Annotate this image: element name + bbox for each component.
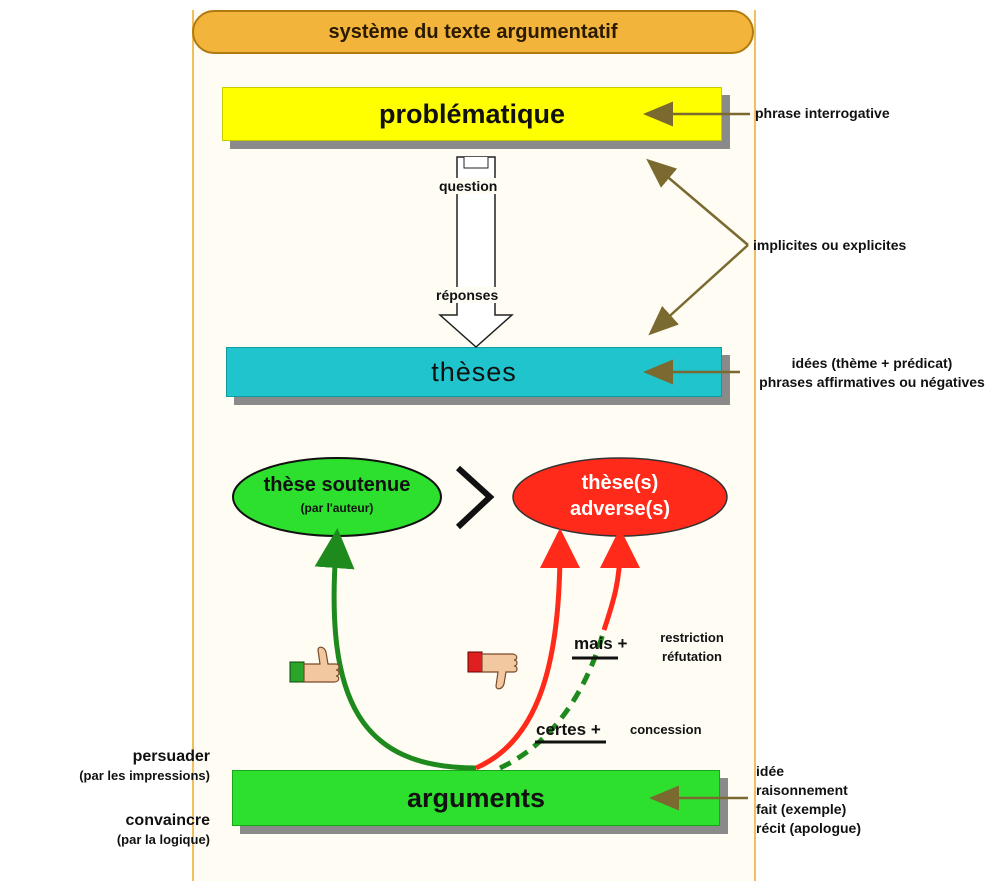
question-label: question	[437, 178, 500, 194]
arrow-implicites-up	[646, 158, 749, 246]
refutation-label: réfutation	[662, 649, 722, 664]
these-soutenue-text: thèse soutenue (par l'auteur)	[237, 474, 437, 515]
these-soutenue-sub: (par l'auteur)	[300, 501, 374, 515]
mais-label: mais +	[574, 634, 628, 653]
arrow-implicites-down	[648, 244, 749, 336]
arg-type-raisonnement: raisonnement	[756, 782, 848, 798]
idees-label: idées (thème + prédicat) phrases affirma…	[744, 355, 1000, 390]
restriction-label: restriction	[660, 630, 724, 645]
red-refutation-arrow	[599, 528, 640, 631]
these-soutenue-title: thèse soutenue	[263, 474, 411, 496]
these-adverse-line-2: adverse(s)	[569, 498, 671, 520]
certes-label: certes +	[536, 720, 601, 739]
phrase-interrogative-label: phrase interrogative	[755, 105, 890, 121]
persuader-label: persuader	[132, 748, 210, 765]
arg-type-fait: fait (exemple)	[756, 801, 847, 817]
idees-line-1: idées (thème + prédicat)	[791, 355, 953, 371]
dashed-concession-line	[498, 629, 607, 771]
restriction-refutation-group: restriction réfutation	[650, 630, 734, 664]
diagram-title: système du texte argumentatif	[192, 10, 754, 54]
reponses-label: réponses	[434, 287, 501, 303]
green-support-arrow	[314, 528, 477, 771]
convaincre-sub: (par la logique)	[116, 832, 210, 847]
thumbs-down-icon	[467, 651, 518, 690]
thumbs-up-icon	[289, 646, 340, 683]
idees-line-2: phrases affirmatives ou négatives	[759, 374, 985, 390]
these-adverse-line-1: thèse(s)	[581, 472, 659, 494]
persuader-sub: (par les impressions)	[79, 768, 210, 783]
concession-label: concession	[630, 722, 702, 737]
these-adverse-text: thèse(s) adverse(s)	[518, 470, 722, 522]
convaincre-group: convaincre (par la logique)	[60, 812, 210, 847]
convaincre-label: convaincre	[125, 812, 210, 829]
argument-types-list: idée raisonnement fait (exemple) récit (…	[756, 762, 861, 838]
red-adverse-arrow	[474, 528, 580, 771]
implicites-label: implicites ou explicites	[753, 237, 907, 253]
greater-than-symbol	[455, 465, 495, 530]
persuader-group: persuader (par les impressions)	[60, 748, 210, 783]
arguments-box: arguments	[232, 770, 720, 826]
diagram-panel	[192, 10, 756, 881]
problematique-box: problématique	[222, 87, 722, 141]
arg-type-idee: idée	[756, 763, 785, 779]
theses-box: thèses	[226, 347, 722, 397]
arg-type-recit: récit (apologue)	[756, 820, 862, 836]
